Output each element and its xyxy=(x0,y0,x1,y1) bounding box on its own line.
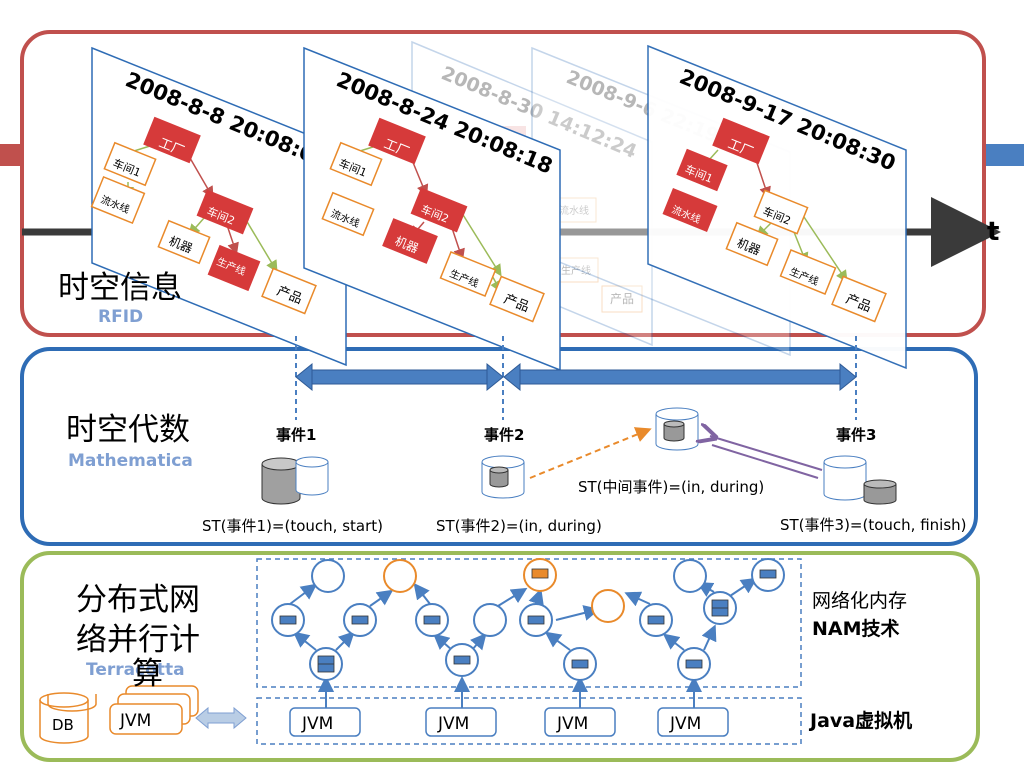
svg-text:JVM: JVM xyxy=(437,714,469,734)
event1-label: 事件1 xyxy=(276,426,317,444)
algebra-layer-title: 时空代数 xyxy=(66,412,190,448)
svg-text:JVM: JVM xyxy=(301,714,333,734)
s2-line-node xyxy=(321,191,375,237)
s1-machine-node xyxy=(157,219,211,265)
left-accent-bar xyxy=(0,144,24,166)
db-label: DB xyxy=(52,716,74,734)
compute-layer-title-line3: 算 xyxy=(132,656,163,692)
s5-workshop1-node xyxy=(676,148,728,192)
node-root-4 xyxy=(591,589,625,623)
event3-st: ST(事件3)=(touch, finish) xyxy=(780,516,967,534)
s1-workshop1-node xyxy=(103,141,157,187)
tree-edges xyxy=(289,577,758,708)
interval-arrow-1 xyxy=(295,362,504,392)
event2-label: 事件2 xyxy=(484,426,525,444)
s1-product-node xyxy=(261,267,317,315)
event3-to-mid-arrow-b xyxy=(711,444,819,479)
info-layer-title: 时空信息 xyxy=(58,270,182,306)
event2-cylinder-icon xyxy=(481,455,525,499)
jvm-layer-label: Java虚拟机 xyxy=(810,710,913,732)
s1-line-node xyxy=(90,175,146,225)
snapshot-5: 2008-9-17 20:08:30 工厂 车间1 流水线 车间2 机器 生产线… xyxy=(647,44,907,370)
db-jvm-stack: DB JVM xyxy=(39,685,247,744)
svg-text:产品: 产品 xyxy=(610,292,634,306)
s2-product-node xyxy=(489,275,545,323)
snapshot-1: 2008-8-8 20:08:00 工厂 车间1 流水线 车间2 机器 生产线 … xyxy=(90,46,347,367)
left-jvm-label: JVM xyxy=(119,711,151,731)
info-layer-subtitle: RFID xyxy=(98,307,144,327)
compute-layer-title-line2: 络并行计 xyxy=(76,622,200,658)
compute-layer-box xyxy=(20,551,980,762)
nam-panel xyxy=(256,558,802,688)
node-root-5 xyxy=(673,559,707,593)
s5-machine-node xyxy=(725,221,779,267)
nam-label-line2: NAM技术 xyxy=(812,618,900,640)
right-accent-bar xyxy=(985,144,1024,166)
tree-nodes xyxy=(271,558,785,681)
node-root-2 xyxy=(383,559,417,593)
event3-label: 事件3 xyxy=(836,426,877,444)
s5-line-node xyxy=(662,188,718,232)
s2-machine-node xyxy=(382,218,438,264)
left-double-arrow xyxy=(195,706,247,730)
s2-prodline-node xyxy=(439,251,497,297)
s2-workshop1-node xyxy=(329,141,383,187)
event3-to-mid-arrow-a xyxy=(710,436,823,471)
event2-to-mid-arrow xyxy=(529,427,652,479)
s5-product-node xyxy=(831,275,887,323)
jvm-panel xyxy=(256,697,802,745)
event1-cylinders-icon xyxy=(261,456,329,505)
s1-factory-node xyxy=(143,116,201,164)
s5-workshop2-node xyxy=(753,189,809,235)
mid-event-st: ST(中间事件)=(in, during) xyxy=(578,478,765,496)
algebra-layer-subtitle: Mathematica xyxy=(68,451,193,471)
algebra-layer-box xyxy=(20,347,978,546)
time-axis-label: t xyxy=(987,217,999,247)
event2-st: ST(事件2)=(in, during) xyxy=(436,517,602,535)
svg-text:流水线: 流水线 xyxy=(559,204,589,217)
s5-prodline-node xyxy=(779,249,837,295)
svg-text:JVM: JVM xyxy=(669,714,701,734)
compute-layer-title-line1: 分布式网 xyxy=(76,582,200,618)
jvm-boxes: JVM JVM JVM JVM xyxy=(289,707,729,737)
event1-st: ST(事件1)=(touch, start) xyxy=(202,517,383,535)
nam-label-line1: 网络化内存 xyxy=(812,590,908,612)
compute-layer-subtitle: Terracotta xyxy=(86,660,185,680)
mid-event-cylinder-icon xyxy=(655,407,699,451)
s1-workshop2-node xyxy=(196,189,254,235)
s5-factory-node xyxy=(712,117,770,165)
node-root-1 xyxy=(311,559,345,593)
event3-cylinders-icon xyxy=(823,455,897,505)
s2-factory-node xyxy=(368,117,426,165)
svg-text:JVM: JVM xyxy=(556,714,588,734)
svg-text:生产线: 生产线 xyxy=(561,264,591,277)
s2-workshop2-node xyxy=(410,187,468,233)
s1-prodline-node xyxy=(207,244,261,292)
interval-arrow-2 xyxy=(503,362,857,392)
